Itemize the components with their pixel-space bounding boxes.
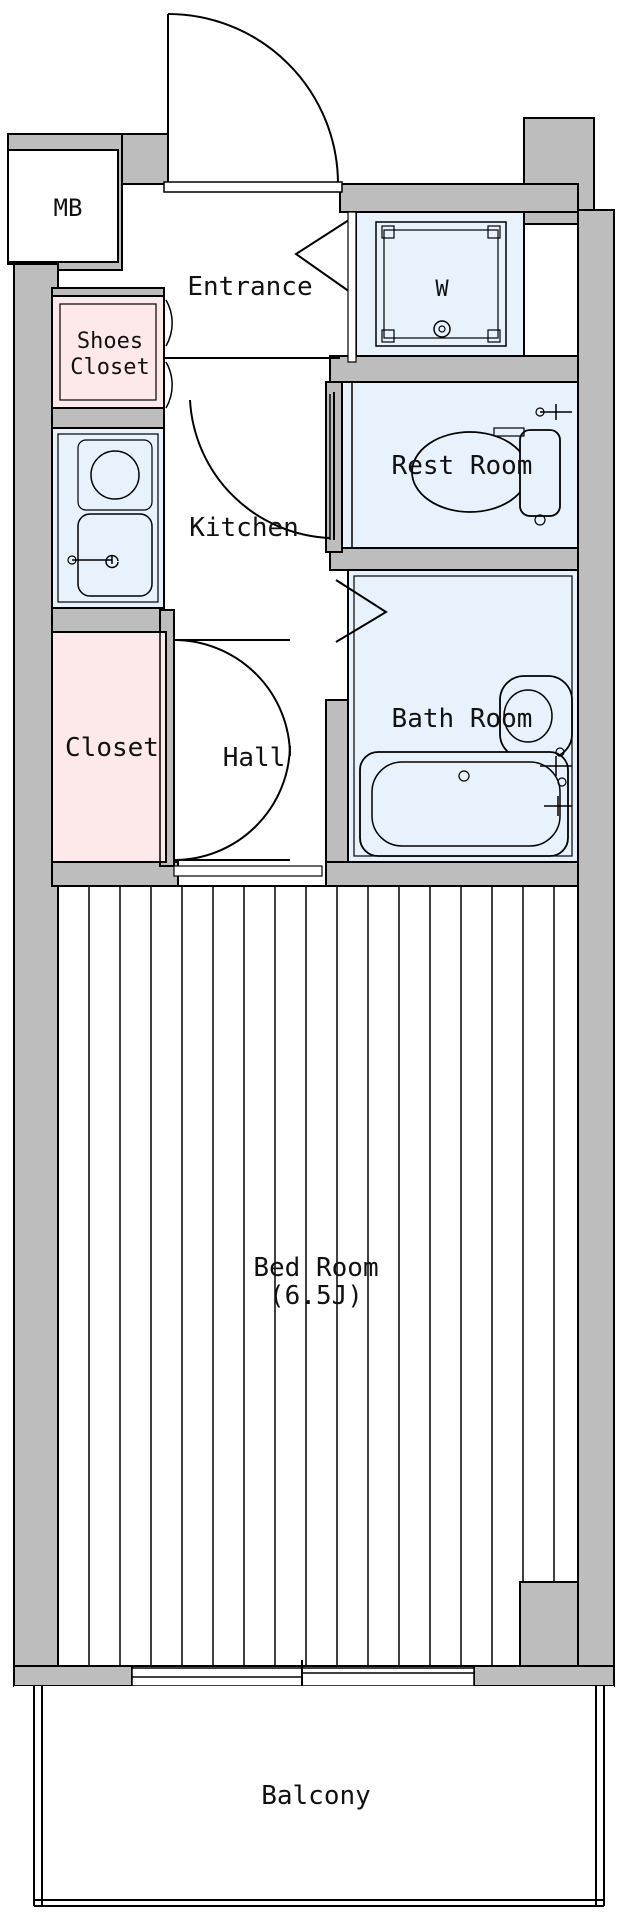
balcony-window (131, 1660, 475, 1700)
mb-label: MB (54, 194, 83, 222)
walls (7, 117, 615, 1687)
bed-room (57, 885, 579, 1667)
balcony-label: Balcony (261, 1781, 371, 1811)
bed-room-label: Bed Room (253, 1253, 378, 1283)
closet-label: Closet (65, 733, 159, 763)
closet (51, 631, 167, 863)
bath-room-label: Bath Room (392, 704, 533, 734)
rest-room-label: Rest Room (392, 451, 533, 481)
hall-doors (173, 639, 323, 877)
drain-icon (433, 320, 451, 338)
hall-label: Hall (223, 743, 286, 773)
entrance-label: Entrance (187, 272, 312, 302)
shoes-closet-label-line1: Shoes (77, 329, 143, 354)
rest-room (333, 381, 579, 549)
bath-room (335, 569, 579, 863)
washer-label: W (435, 277, 449, 302)
entrance-door (163, 13, 343, 193)
kitchen-door (189, 394, 331, 540)
washer-area (294, 211, 525, 363)
balcony (14, 1686, 614, 1907)
shoes-closet-label-line2: Closet (70, 355, 149, 380)
kitchen-label: Kitchen (189, 513, 299, 543)
shoes-closet (51, 295, 340, 409)
bed-room-size-label: (6.5J) (269, 1281, 363, 1311)
kitchen-counter (51, 427, 165, 609)
